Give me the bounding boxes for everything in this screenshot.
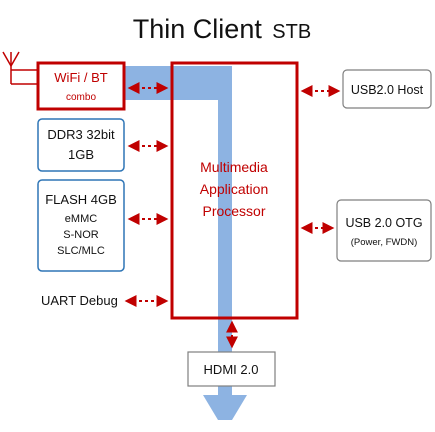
flash-block: FLASH 4GB eMMC S-NOR SLC/MLC (37, 179, 125, 272)
hdmi-label: HDMI 2.0 (204, 362, 259, 377)
ddr-label: DDR3 32bit (47, 127, 115, 142)
uart-label: UART Debug (41, 293, 118, 308)
antenna-icon (2, 51, 38, 85)
wifi-sublabel: combo (66, 92, 96, 103)
title-main: Thin Client (133, 14, 263, 44)
title-sub: STB (272, 21, 311, 43)
processor-block: Multimedia Application Processor (170, 61, 299, 320)
ddr-block: DDR3 32bit 1GB (37, 118, 125, 172)
flash-snor: S-NOR (63, 229, 99, 241)
hdmi-block: HDMI 2.0 (187, 351, 276, 387)
flash-slcmlc: SLC/MLC (57, 245, 105, 257)
usb-host-label: USB2.0 Host (351, 83, 424, 97)
processor-line2: Application (200, 181, 269, 197)
usb-otg-sublabel: (Power, FWDN) (351, 237, 418, 248)
processor-line3: Processor (202, 203, 265, 219)
flash-emmc: eMMC (65, 213, 97, 225)
usb-otg-block: USB 2.0 OTG (Power, FWDN) (336, 199, 432, 262)
wifi-bt-block: WiFi / BT combo (36, 61, 126, 111)
flash-label: FLASH 4GB (45, 192, 117, 207)
processor-line1: Multimedia (200, 159, 268, 175)
usb-otg-label: USB 2.0 OTG (345, 216, 422, 230)
ddr-size: 1GB (68, 147, 94, 162)
diagram-title: Thin Client STB (133, 14, 311, 44)
wifi-label: WiFi / BT (54, 70, 107, 85)
data-flow-arrow (124, 66, 247, 420)
usb-host-block: USB2.0 Host (342, 69, 432, 109)
